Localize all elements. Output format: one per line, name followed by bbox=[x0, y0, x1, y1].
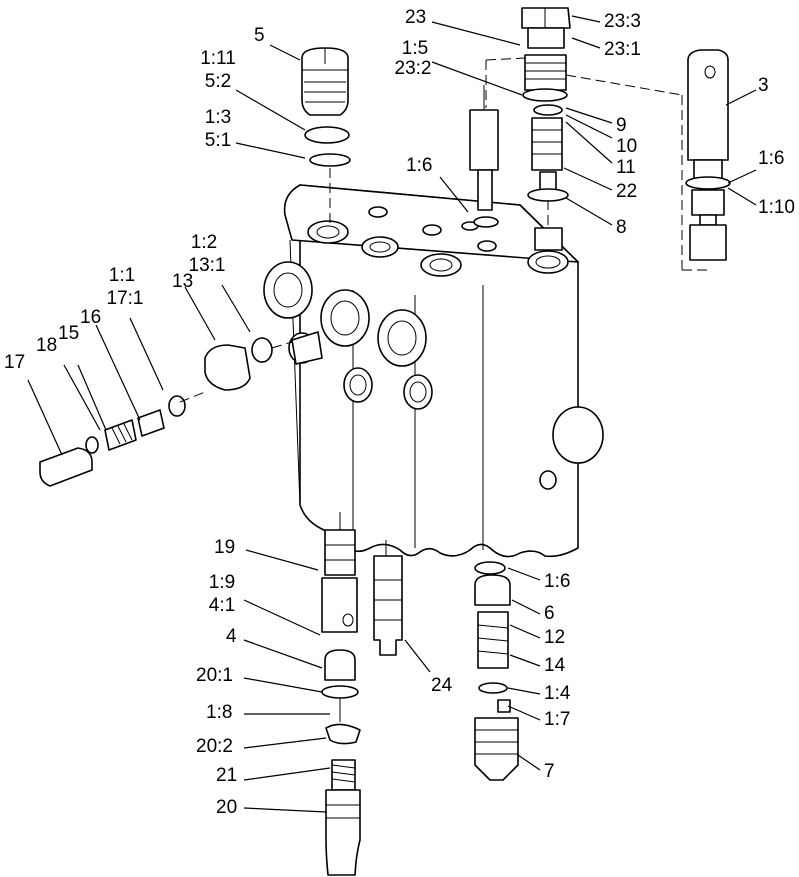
callout-23-1: 23:1 bbox=[604, 39, 641, 60]
callout-7: 7 bbox=[544, 761, 555, 782]
callout-1-11: 1:11 bbox=[200, 48, 236, 69]
callout-1-6-right: 1:6 bbox=[758, 148, 785, 169]
callout-5-2: 5:2 bbox=[204, 71, 232, 92]
part-6-7-stack bbox=[474, 561, 519, 781]
callout-6: 6 bbox=[544, 603, 555, 624]
callout-10: 10 bbox=[616, 136, 638, 157]
callout-1-8: 1:8 bbox=[206, 702, 233, 723]
callout-1-10: 1:10 bbox=[758, 197, 795, 218]
part-24-spool bbox=[373, 540, 403, 656]
callout-9: 9 bbox=[616, 115, 627, 136]
callout-23-2: 23:2 bbox=[394, 58, 432, 79]
callout-3: 3 bbox=[758, 75, 769, 96]
leader-lines bbox=[27, 15, 757, 813]
part-23-relief-valve bbox=[521, 7, 571, 251]
callout-23: 23 bbox=[405, 7, 427, 28]
part-rod bbox=[469, 85, 499, 228]
callout-11: 11 bbox=[616, 157, 636, 178]
callout-15: 15 bbox=[58, 323, 80, 344]
callout-4-1: 4:1 bbox=[208, 595, 236, 616]
callout-12: 12 bbox=[544, 627, 566, 648]
callout-17-1: 17:1 bbox=[106, 288, 144, 309]
callout-1-7: 1:7 bbox=[544, 709, 571, 730]
callout-20-1: 20:1 bbox=[196, 665, 233, 686]
callout-1-9: 1:9 bbox=[208, 572, 236, 593]
callout-23-3: 23:3 bbox=[604, 11, 641, 32]
callout-19: 19 bbox=[214, 537, 236, 558]
callout-1-3: 1:3 bbox=[204, 107, 232, 128]
callout-1-5: 1:5 bbox=[401, 38, 429, 59]
callout-5-1: 5:1 bbox=[204, 130, 232, 151]
part-13-17-relief-group bbox=[39, 331, 323, 487]
callout-18: 18 bbox=[36, 335, 58, 356]
callout-14: 14 bbox=[544, 655, 566, 676]
callout-1-6-top: 1:6 bbox=[406, 155, 433, 176]
callout-22: 22 bbox=[616, 181, 638, 202]
callout-13-1: 13:1 bbox=[188, 255, 226, 276]
callout-1-2: 1:2 bbox=[190, 232, 218, 253]
callout-1-6-bottom: 1:6 bbox=[544, 571, 571, 592]
callout-16: 16 bbox=[80, 307, 102, 328]
part-5-plug bbox=[301, 47, 351, 225]
callout-20-2: 20:2 bbox=[196, 736, 233, 757]
callout-1-1: 1:1 bbox=[108, 265, 136, 286]
valve-body bbox=[263, 184, 604, 558]
callout-21: 21 bbox=[216, 765, 238, 786]
callout-4: 4 bbox=[226, 626, 237, 647]
callout-8: 8 bbox=[616, 217, 627, 238]
callout-1-4: 1:4 bbox=[544, 683, 571, 704]
callout-17: 17 bbox=[4, 352, 26, 373]
callout-24: 24 bbox=[431, 675, 453, 696]
callout-5: 5 bbox=[254, 25, 265, 46]
callout-20: 20 bbox=[216, 797, 238, 818]
part-19-20-stack bbox=[321, 512, 361, 876]
callout-13: 13 bbox=[172, 271, 194, 292]
part-3-spool bbox=[485, 49, 731, 271]
